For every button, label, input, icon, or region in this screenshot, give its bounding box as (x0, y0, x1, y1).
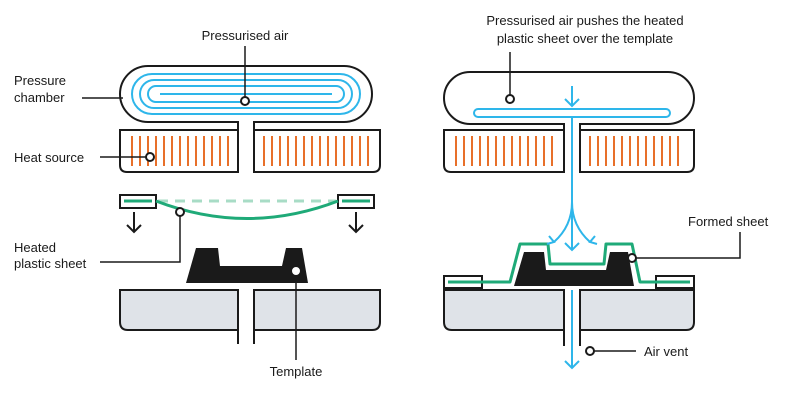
label-template: Template (270, 364, 323, 379)
template-right (514, 252, 634, 286)
label-pressure-chamber-2: chamber (14, 90, 65, 105)
right-panel: Pressurised air pushes the heated plasti… (443, 13, 769, 370)
base-left (119, 289, 381, 344)
label-formed-sheet: Formed sheet (688, 214, 769, 229)
label-pushes-2: plastic sheet over the template (497, 31, 673, 46)
callout-dot (290, 265, 302, 277)
base-right (443, 289, 695, 346)
left-panel: Pressurised air Pressure chamber Heat so… (14, 28, 381, 379)
air-flow-arrows (546, 86, 598, 370)
label-pressure-chamber-1: Pressure (14, 73, 66, 88)
label-heated-sheet-1: Heated (14, 240, 56, 255)
label-air-vent: Air vent (644, 344, 688, 359)
pressure-chamber-right (443, 71, 695, 134)
pressure-chamber-left (119, 65, 373, 134)
heat-source-right (443, 129, 695, 173)
label-pushes-1: Pressurised air pushes the heated (486, 13, 683, 28)
heat-source-left (119, 129, 381, 173)
label-pressurised-air: Pressurised air (202, 28, 289, 43)
callout-dot (627, 253, 637, 263)
callout-lines-left (82, 46, 297, 360)
callout-dot (505, 94, 515, 104)
callout-dot (585, 346, 595, 356)
label-heat-source: Heat source (14, 150, 84, 165)
formed-sheet (448, 242, 690, 284)
template-left (186, 248, 308, 283)
pressurised-air-coil (131, 73, 361, 115)
callout-dot (175, 207, 185, 217)
callout-dot (145, 152, 155, 162)
callout-dot (240, 96, 250, 106)
label-heated-sheet-2: plastic sheet (14, 256, 87, 271)
heated-plastic-sheet-left (119, 194, 375, 234)
callout-lines-right (509, 52, 741, 352)
